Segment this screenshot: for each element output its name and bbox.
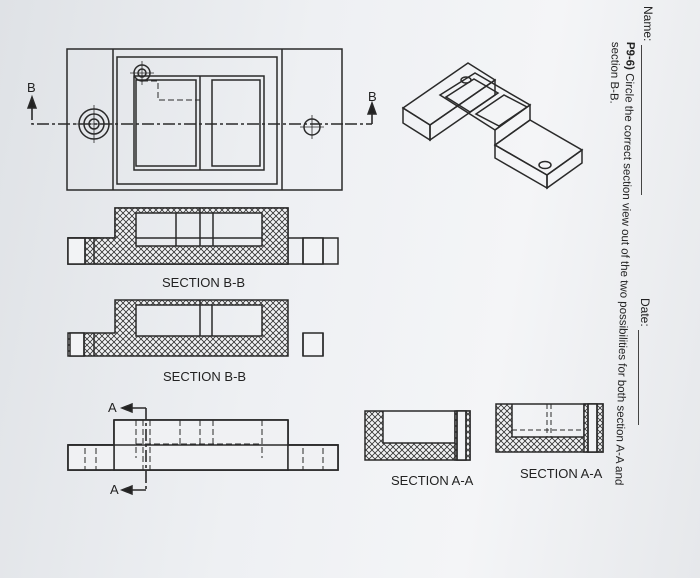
section-aa-option-2 bbox=[495, 403, 604, 453]
section-bb-option-2 bbox=[67, 299, 324, 357]
cut-label-b-left: B bbox=[27, 80, 36, 95]
cutting-plane-bb bbox=[31, 108, 345, 125]
section-bb-option-1 bbox=[67, 207, 339, 265]
section-bb-caption-1[interactable]: SECTION B-B bbox=[162, 275, 246, 290]
section-aa-caption-1[interactable]: SECTION A-A bbox=[391, 473, 474, 488]
isometric-view bbox=[401, 62, 584, 190]
section-aa-caption-2[interactable]: SECTION A-A bbox=[520, 466, 603, 481]
section-bb-caption-2[interactable]: SECTION B-B bbox=[163, 369, 247, 384]
cut-label-a-bottom: A bbox=[110, 482, 119, 497]
top-view bbox=[26, 48, 378, 191]
section-aa-option-1 bbox=[364, 410, 471, 461]
cut-label-a-top: A bbox=[108, 400, 117, 415]
cut-label-b-right: B bbox=[368, 89, 377, 104]
front-view bbox=[67, 402, 339, 496]
